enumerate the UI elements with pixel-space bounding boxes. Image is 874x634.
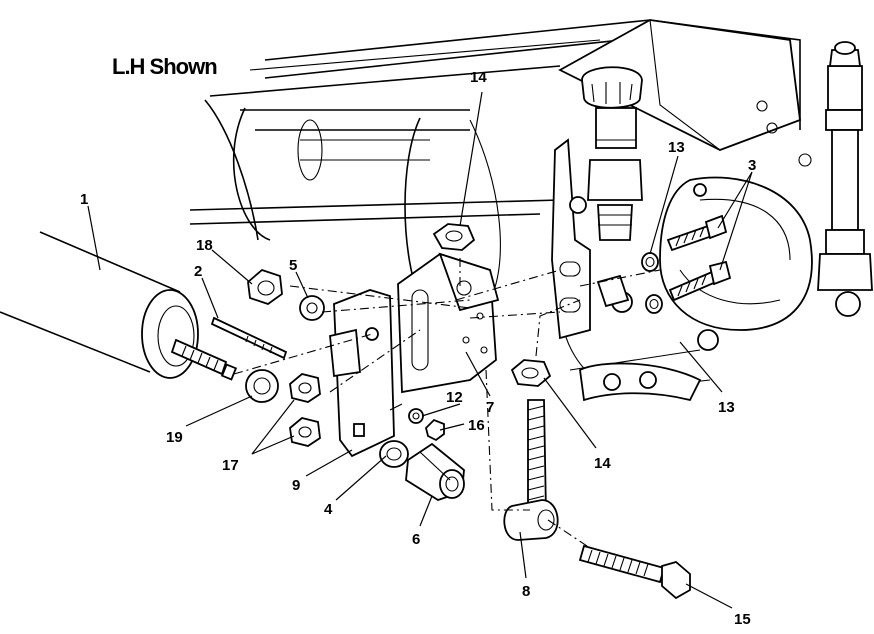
side-mounting-plate	[551, 138, 633, 340]
part-7-main-bracket	[397, 252, 500, 394]
callout-5: 5	[289, 257, 297, 274]
part-18-nut	[247, 268, 283, 305]
callout-14-top: 14	[470, 69, 487, 86]
assembly-lines	[233, 258, 661, 549]
callout-16: 16	[468, 417, 485, 434]
leader-lines	[87, 91, 753, 609]
height-adjuster-knob	[581, 66, 643, 241]
callout-14-bottom: 14	[594, 455, 611, 472]
callout-15: 15	[734, 611, 751, 628]
part-4-washer	[379, 440, 409, 468]
right-side-cylinder	[579, 41, 873, 402]
part-17-nuts	[289, 373, 321, 447]
callout-13-bottom: 13	[718, 399, 735, 416]
part-15-long-bolt	[578, 544, 691, 600]
callout-9: 9	[292, 477, 300, 494]
callout-8: 8	[522, 583, 530, 600]
part-8-eye-bolt	[503, 399, 559, 541]
callout-7: 7	[486, 399, 494, 416]
part-19-washer	[245, 369, 279, 403]
diagram-title: L.H Shown	[112, 54, 217, 79]
callout-13-top: 13	[668, 139, 685, 156]
callout-2: 2	[194, 263, 202, 280]
callout-4: 4	[324, 501, 333, 518]
part-5-washer	[299, 295, 325, 321]
part-9-bracket-plate	[329, 289, 403, 458]
callout-3: 3	[748, 157, 756, 174]
part-14-nuts	[432, 223, 552, 387]
part-2-pin	[210, 316, 288, 360]
part-3-screws	[666, 214, 732, 302]
callout-1: 1	[80, 191, 88, 208]
callout-17: 17	[222, 457, 239, 474]
callout-12: 12	[446, 389, 463, 406]
part-12-washer	[408, 408, 424, 424]
callout-19: 19	[166, 429, 183, 446]
part-16-nut	[425, 418, 445, 442]
callout-18: 18	[196, 237, 213, 254]
part-13-washers	[641, 252, 663, 314]
part-1-roller	[0, 230, 238, 381]
part-6-sleeve	[405, 442, 465, 501]
callout-6: 6	[412, 531, 420, 548]
